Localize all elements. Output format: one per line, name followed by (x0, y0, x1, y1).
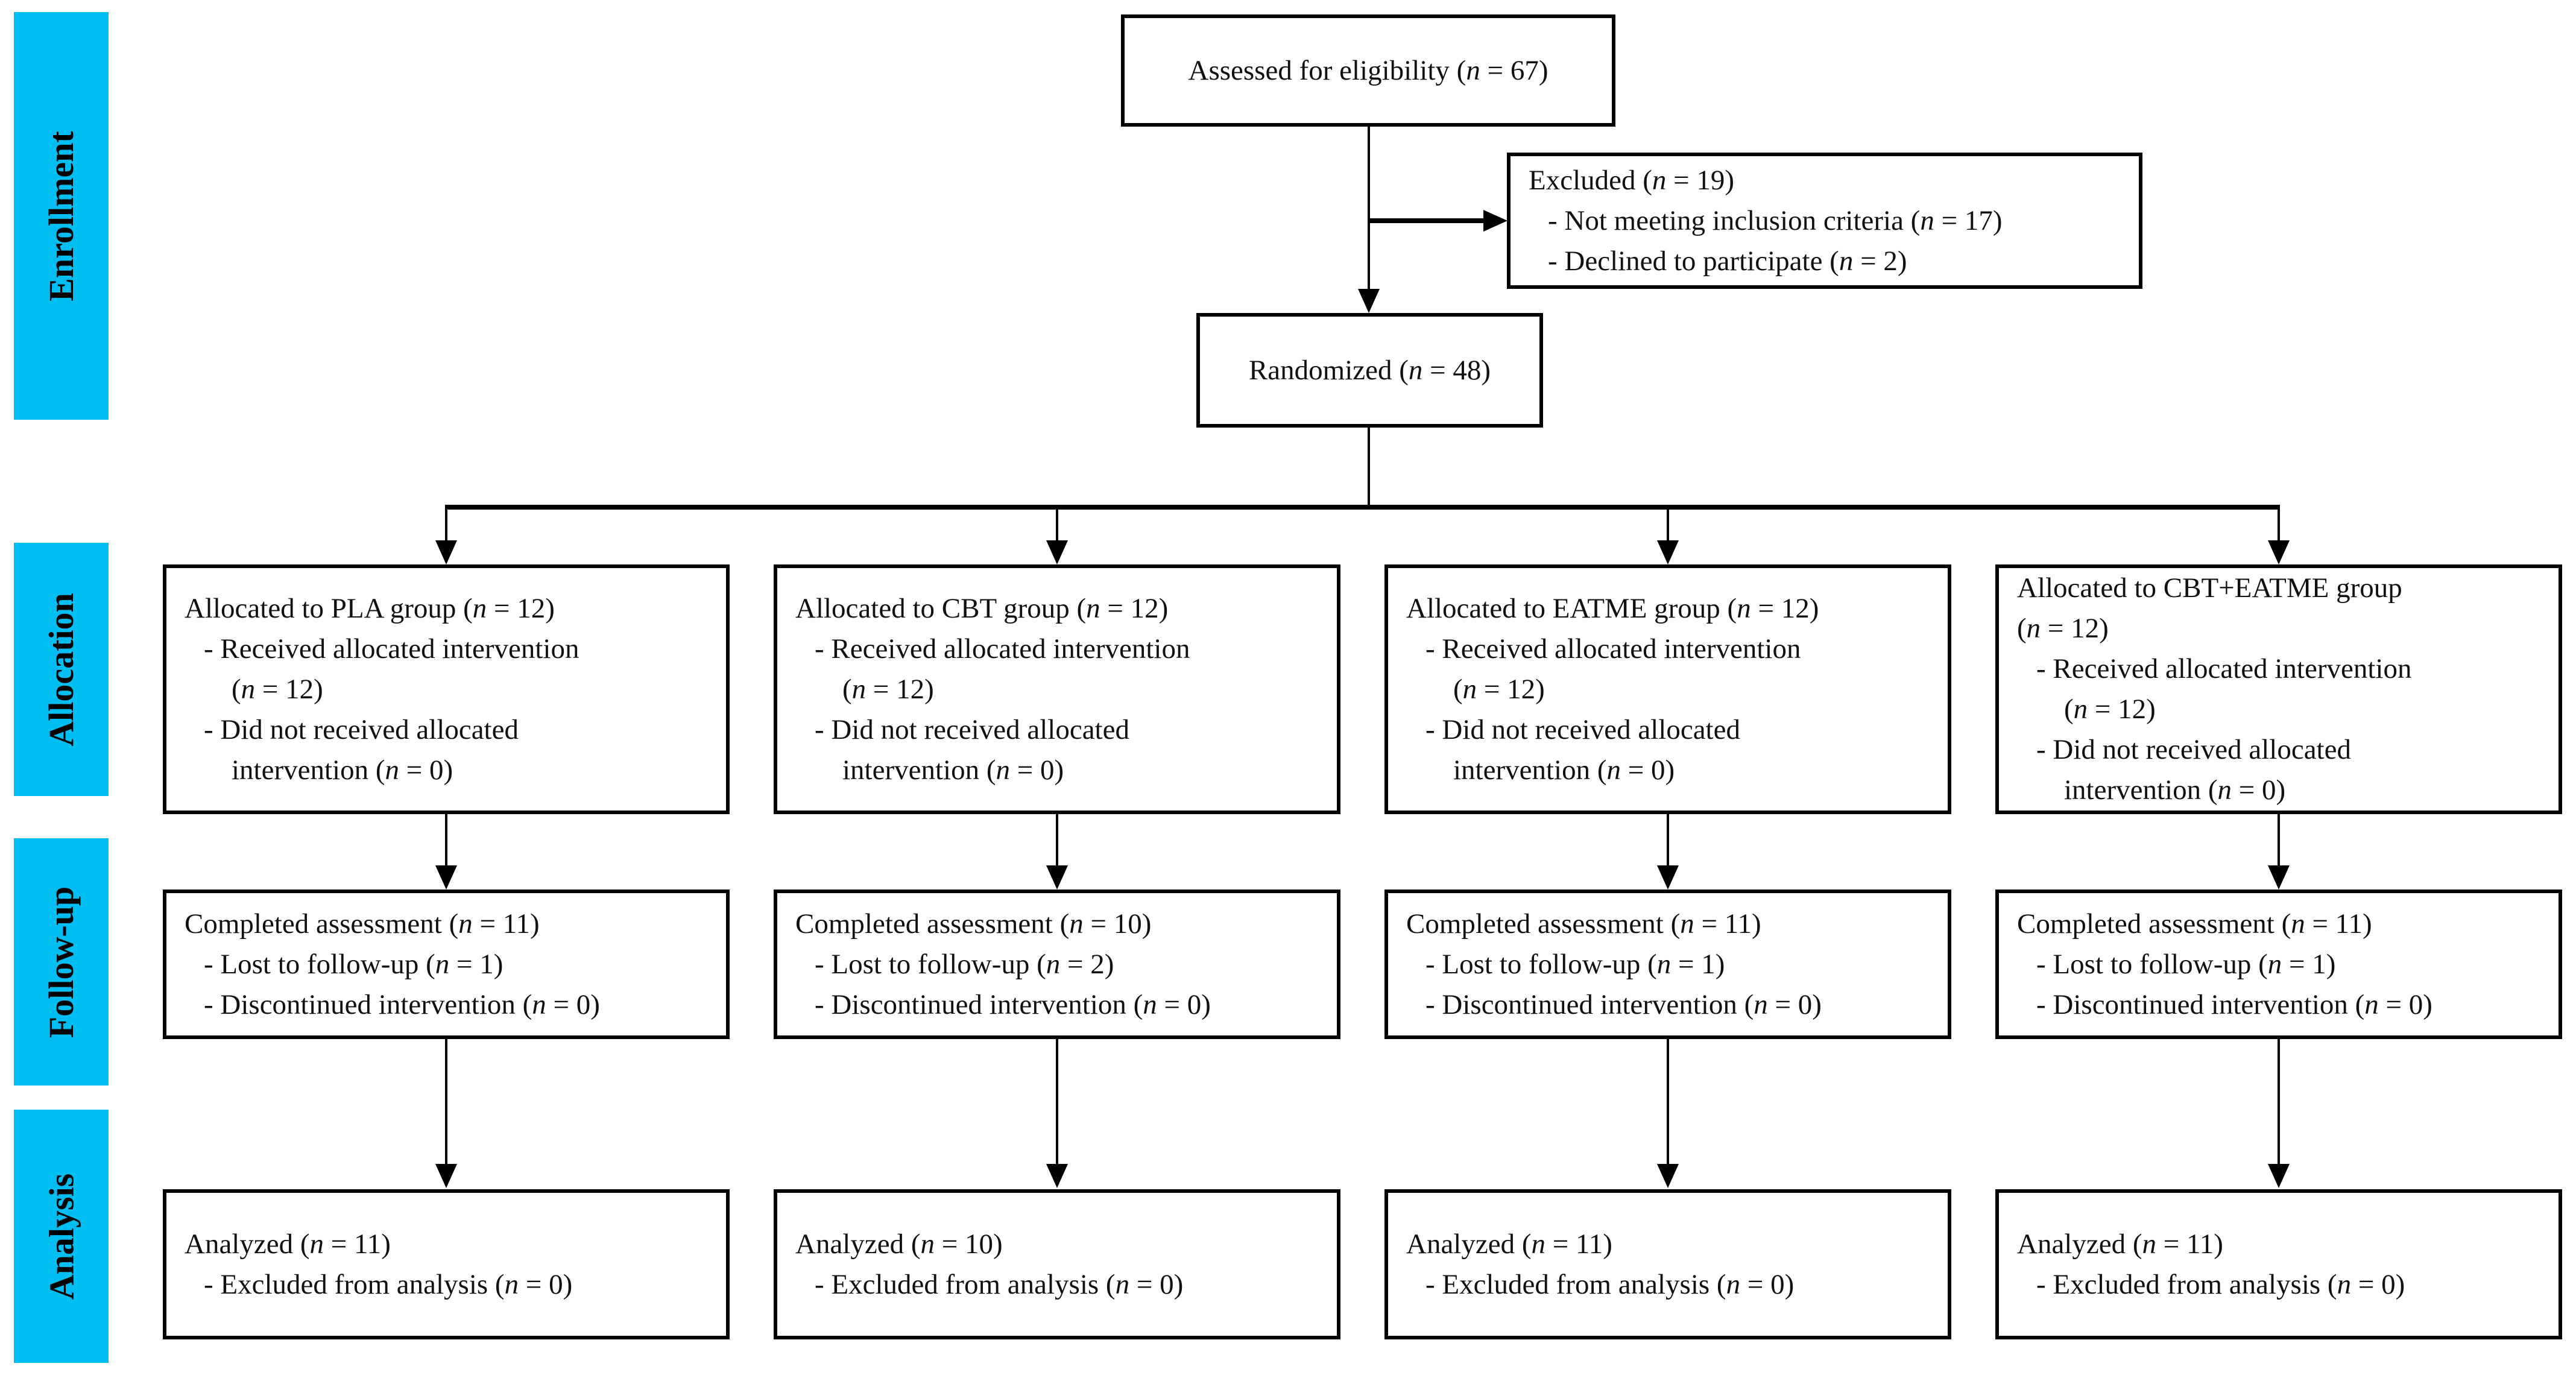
stage-label-analysis: Analysis (14, 1110, 109, 1363)
allocation-received-n: (n = 12) (1453, 673, 1545, 705)
arrowhead-fu-col2 (1046, 865, 1068, 890)
arrowhead-to-excluded (1483, 210, 1507, 232)
allocation-received: - Received allocated intervention (204, 633, 579, 665)
arrowhead-an-col2 (1046, 1164, 1068, 1188)
stage-label-allocation-text: Allocation (42, 592, 81, 747)
connector-assessed-down (1368, 127, 1370, 290)
excluded-item-2: - Declined to participate (n = 2) (1548, 245, 1907, 277)
arrowhead-fu-col4 (2268, 865, 2290, 890)
stage-label-followup: Follow-up (14, 838, 109, 1086)
allocation-not-received: - Did not received allocated (2036, 734, 2351, 765)
arrowhead-alloc-col4 (2268, 540, 2290, 564)
arrowhead-alloc-col1 (435, 540, 457, 564)
randomized-box: Randomized (n = 48) (1196, 313, 1543, 428)
assessed-text: Assessed for eligibility (n = 67) (1188, 54, 1548, 86)
allocation-title: Allocated to EATME group (n = 12) (1406, 592, 1819, 624)
connector-drop-col1 (445, 510, 447, 542)
excluded-title: Excluded (n = 19) (1529, 164, 1735, 196)
connector-randomized-down (1368, 428, 1370, 507)
connector-to-excluded (1369, 218, 1483, 223)
allocation-received: - Received allocated intervention (815, 633, 1190, 665)
followup-discontinued: - Discontinued intervention (n = 0) (815, 988, 1211, 1020)
excluded-box: Excluded (n = 19) - Not meeting inclusio… (1507, 153, 2142, 289)
followup-box-pla: Completed assessment (n = 11) - Lost to … (163, 890, 730, 1039)
connector-fu-an-col2 (1056, 1039, 1058, 1165)
allocation-not-received-n: intervention (n = 0) (2064, 774, 2286, 806)
analysis-box-eatme: Analyzed (n = 11) - Excluded from analys… (1384, 1189, 1951, 1339)
followup-lost: - Lost to follow-up (n = 1) (2036, 948, 2336, 980)
allocation-not-received: - Did not received allocated (204, 713, 519, 745)
stage-label-analysis-text: Analysis (42, 1173, 81, 1300)
followup-title: Completed assessment (n = 11) (185, 908, 540, 940)
randomized-text: Randomized (n = 48) (1248, 354, 1491, 386)
analysis-title: Analyzed (n = 10) (795, 1228, 1003, 1260)
allocation-received: - Received allocated intervention (1425, 633, 1801, 665)
followup-discontinued: - Discontinued intervention (n = 0) (1425, 988, 1822, 1020)
allocation-box-pla: Allocated to PLA group (n = 12) - Receiv… (163, 564, 730, 814)
followup-title: Completed assessment (n = 11) (2017, 908, 2372, 940)
connector-drop-col4 (2278, 510, 2280, 542)
analysis-title: Analyzed (n = 11) (2017, 1228, 2223, 1260)
followup-lost: - Lost to follow-up (n = 1) (1425, 948, 1725, 980)
allocation-not-received-n: intervention (n = 0) (232, 754, 453, 786)
stage-label-enrollment-text: Enrollment (42, 130, 81, 302)
analysis-excluded: - Excluded from analysis (n = 0) (2036, 1268, 2405, 1300)
allocation-received-n: (n = 12) (232, 673, 323, 705)
analysis-title: Analyzed (n = 11) (1406, 1228, 1612, 1260)
allocation-title-n: (n = 12) (2017, 613, 2109, 644)
connector-alloc-fu-col3 (1667, 814, 1669, 867)
followup-discontinued: - Discontinued intervention (n = 0) (2036, 988, 2432, 1020)
followup-box-eatme: Completed assessment (n = 11) - Lost to … (1384, 890, 1951, 1039)
connector-fu-an-col1 (445, 1039, 447, 1165)
arrowhead-an-col1 (435, 1164, 457, 1188)
allocation-box-cbt-eatme: Allocated to CBT+EATME group (n = 12) - … (1995, 564, 2562, 814)
connector-alloc-fu-col2 (1056, 814, 1058, 867)
analysis-box-cbt-eatme: Analyzed (n = 11) - Excluded from analys… (1995, 1189, 2562, 1339)
connector-fu-an-col4 (2278, 1039, 2280, 1165)
connector-alloc-fu-col1 (445, 814, 447, 867)
allocation-not-received-n: intervention (n = 0) (1453, 754, 1675, 786)
arrowhead-fu-col1 (435, 865, 457, 890)
arrowhead-to-randomized (1358, 289, 1380, 313)
followup-lost: - Lost to follow-up (n = 2) (815, 948, 1114, 980)
analysis-box-cbt: Analyzed (n = 10) - Excluded from analys… (774, 1189, 1340, 1339)
connector-drop-col3 (1667, 510, 1669, 542)
stage-label-allocation: Allocation (14, 543, 109, 796)
analysis-box-pla: Analyzed (n = 11) - Excluded from analys… (163, 1189, 730, 1339)
connector-alloc-fu-col4 (2278, 814, 2280, 867)
allocation-not-received: - Did not received allocated (1425, 713, 1740, 745)
followup-box-cbt: Completed assessment (n = 10) - Lost to … (774, 890, 1340, 1039)
followup-discontinued: - Discontinued intervention (n = 0) (204, 988, 600, 1020)
stage-label-enrollment: Enrollment (14, 12, 109, 420)
allocation-box-eatme: Allocated to EATME group (n = 12) - Rece… (1384, 564, 1951, 814)
allocation-received-n: (n = 12) (2064, 694, 2156, 725)
connector-drop-col2 (1056, 510, 1058, 542)
allocation-not-received-n: intervention (n = 0) (842, 754, 1064, 786)
analysis-excluded: - Excluded from analysis (n = 0) (204, 1268, 573, 1300)
followup-title: Completed assessment (n = 11) (1406, 908, 1761, 940)
followup-lost: - Lost to follow-up (n = 1) (204, 948, 504, 980)
connector-fu-an-col3 (1667, 1039, 1669, 1165)
allocation-title: Allocated to CBT group (n = 12) (795, 592, 1169, 624)
allocation-title: Allocated to CBT+EATME group (2017, 572, 2402, 604)
assessed-box: Assessed for eligibility (n = 67) (1121, 14, 1615, 127)
analysis-title: Analyzed (n = 11) (185, 1228, 391, 1260)
allocation-box-cbt: Allocated to CBT group (n = 12) - Receiv… (774, 564, 1340, 814)
analysis-excluded: - Excluded from analysis (n = 0) (1425, 1268, 1795, 1300)
allocation-title: Allocated to PLA group (n = 12) (185, 592, 555, 624)
stage-label-followup-text: Follow-up (42, 886, 81, 1038)
followup-title: Completed assessment (n = 10) (795, 908, 1152, 940)
arrowhead-alloc-col2 (1046, 540, 1068, 564)
connector-distribution-bar (445, 505, 2280, 510)
excluded-item-1: - Not meeting inclusion criteria (n = 17… (1548, 204, 2003, 236)
arrowhead-an-col3 (1657, 1164, 1679, 1188)
allocation-received: - Received allocated intervention (2036, 653, 2412, 684)
followup-box-cbt-eatme: Completed assessment (n = 11) - Lost to … (1995, 890, 2562, 1039)
allocation-not-received: - Did not received allocated (815, 713, 1129, 745)
arrowhead-fu-col3 (1657, 865, 1679, 890)
analysis-excluded: - Excluded from analysis (n = 0) (815, 1268, 1184, 1300)
arrowhead-alloc-col3 (1657, 540, 1679, 564)
arrowhead-an-col4 (2268, 1164, 2290, 1188)
allocation-received-n: (n = 12) (842, 673, 934, 705)
